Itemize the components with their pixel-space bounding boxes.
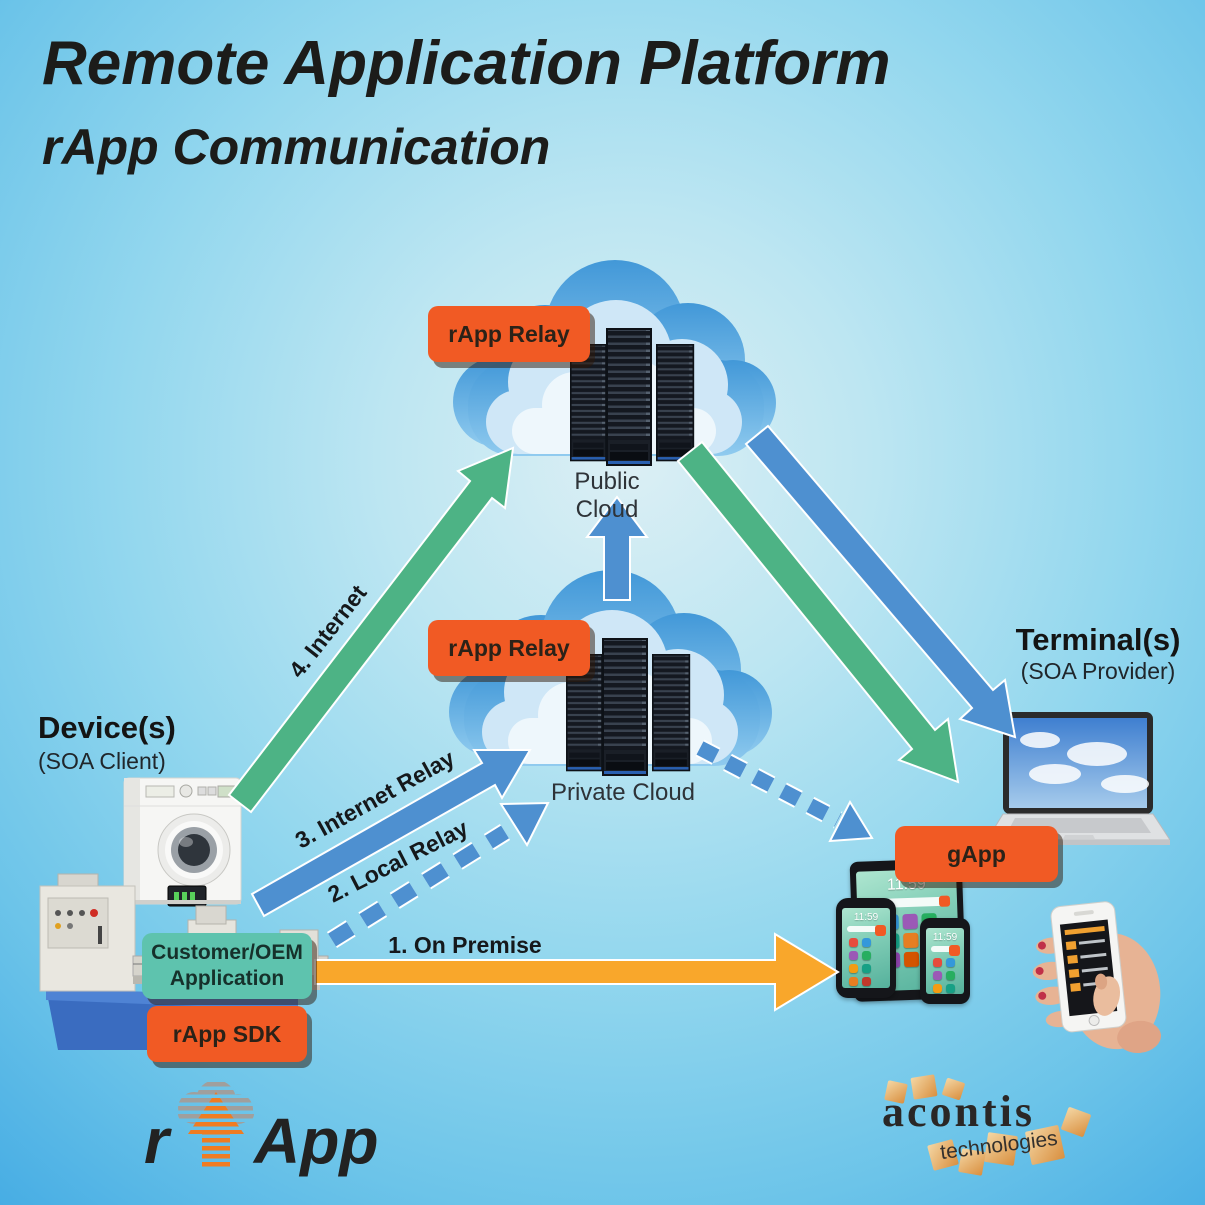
smartphone-image: 11:59 <box>836 898 896 998</box>
devices-heading: Device(s) <box>38 710 176 745</box>
smartphone-app-icons <box>842 935 890 988</box>
arrow-local-relay <box>328 825 509 947</box>
customer-oem-application-label: Customer/OEM Application <box>151 940 303 990</box>
rapp-logo-cloud-arrow-icon <box>178 1082 254 1168</box>
rapp-relay-badge-public: rApp Relay <box>428 306 590 362</box>
arrow-cloud-to-terminals-blue <box>744 424 1017 739</box>
smartphone-clock: 11:59 <box>932 932 958 943</box>
gapp-label: gApp <box>947 840 1006 867</box>
rapp-sdk-badge: rApp SDK <box>147 1006 307 1062</box>
arrow-cloud-to-gapp <box>696 741 842 827</box>
arrow-cloud-to-gapp-head <box>828 799 874 843</box>
arrow-cloud-to-terminals-green <box>676 440 960 784</box>
customer-oem-application-badge: Customer/OEM Application <box>142 933 312 999</box>
rapp-relay-badge-private: rApp Relay <box>428 620 590 676</box>
page-subtitle: rApp Communication <box>42 119 551 175</box>
smartphone-search-bar <box>847 925 886 936</box>
smartphone-app-icons <box>926 955 964 994</box>
terminals-heading: Terminal(s) <box>1015 622 1181 657</box>
smartphone-screen: 11:59 <box>926 928 964 994</box>
terminals-subheading: (SOA Provider) <box>1020 658 1176 684</box>
terminal-mobile-devices: 11:59 11:59 11:59 <box>836 856 986 1006</box>
rapp-relay-label: rApp Relay <box>448 634 570 661</box>
smartphone-search-bar <box>931 945 960 956</box>
arrow-local-relay-head <box>499 801 550 848</box>
public-cloud-image <box>453 260 776 466</box>
acontis-logo-name: acontis <box>882 1087 1035 1136</box>
public-cloud-caption: Public Cloud <box>574 468 640 523</box>
devices-subheading: (SOA Client) <box>38 748 166 774</box>
smartphone-image: 11:59 <box>920 918 970 1004</box>
smartphone-clock: 11:59 <box>853 912 879 923</box>
page-title: Remote Application Platform <box>42 29 891 98</box>
rapp-logo-prefix: r <box>144 1105 169 1177</box>
rapp-logo: r App <box>138 1082 388 1190</box>
arrow-label-on-premise: 1. On Premise <box>388 932 542 958</box>
arrow-private-to-public <box>585 495 649 601</box>
acontis-logo: acontis technologies <box>868 1074 1108 1186</box>
arrow-internet-relay <box>250 749 532 918</box>
gapp-badge: gApp <box>895 826 1058 882</box>
rapp-sdk-label: rApp SDK <box>172 1020 282 1047</box>
acontis-logo-square <box>1060 1106 1092 1138</box>
rapp-relay-label: rApp Relay <box>448 320 570 347</box>
arrow-internet <box>227 446 515 814</box>
smartphone-screen: 11:59 <box>842 908 890 988</box>
rapp-logo-suffix: App <box>254 1105 379 1177</box>
washing-machine-image <box>120 770 245 910</box>
private-cloud-caption: Private Cloud <box>550 779 696 806</box>
arrow-on-premise <box>314 932 840 1012</box>
hand-holding-phone-image <box>1012 882 1162 1060</box>
